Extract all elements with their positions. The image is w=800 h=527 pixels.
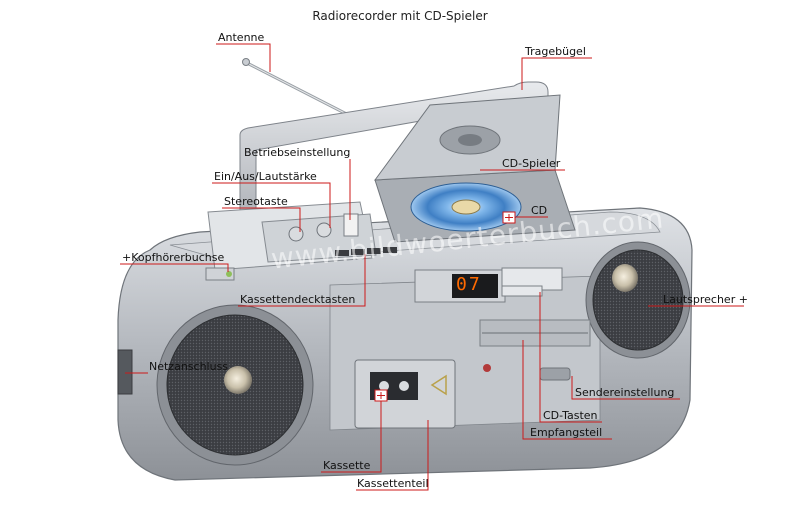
leader-kassettenteil xyxy=(356,420,429,491)
power-socket xyxy=(117,349,133,395)
leader-tragebuegel xyxy=(521,57,592,90)
label-sendereinstellung: Sendereinstellung xyxy=(575,386,675,399)
leader-kopfhoerer xyxy=(120,263,229,272)
tuner-section xyxy=(479,319,591,381)
plus-icon: + xyxy=(735,293,748,306)
leader-ein-aus xyxy=(212,182,331,228)
plus-icon: + xyxy=(122,251,132,264)
cd-compartment xyxy=(373,94,576,243)
plus-marker-kassette xyxy=(374,389,388,402)
leader-kassettendeck xyxy=(238,254,366,307)
label-cd-tasten: CD-Tasten xyxy=(543,409,598,422)
lcd-display xyxy=(414,269,506,303)
diagram-title: Radiorecorder mit CD-Spieler xyxy=(312,9,488,23)
leader-stereotaste xyxy=(222,207,301,232)
top-control-block xyxy=(207,201,397,271)
headphone-jack xyxy=(205,267,235,281)
label-kopfhoererbuchse: +Kopfhörerbuchse xyxy=(122,251,224,264)
label-netzanschluss: Netzanschluss xyxy=(149,360,229,373)
label-cd-spieler: CD-Spieler xyxy=(502,157,561,170)
label-kassettenteil: Kassettenteil xyxy=(357,477,429,490)
label-cd: CD xyxy=(531,204,548,217)
leader-kassette xyxy=(321,401,382,473)
label-kassettendecktasten: Kassettendecktasten xyxy=(240,293,356,306)
label-kassette: Kassette xyxy=(323,459,371,472)
label-lautsprecher: Lautsprecher + xyxy=(663,293,748,306)
leader-antenne xyxy=(216,43,271,72)
label-lautsprecher-text: Lautsprecher xyxy=(663,293,736,306)
label-antenne: Antenne xyxy=(218,31,265,44)
label-stereotaste: Stereotaste xyxy=(224,195,288,208)
plus-marker-cd xyxy=(502,211,516,224)
leader-cd-tasten xyxy=(539,292,602,423)
label-empfangsteil: Empfangsteil xyxy=(530,426,603,439)
label-kopfhoererbuchse-text: Kopfhörerbuchse xyxy=(131,251,225,264)
leader-empfangsteil xyxy=(522,340,612,440)
cassette-deck-keys xyxy=(335,247,397,256)
cd-keys xyxy=(501,267,563,297)
left-speaker xyxy=(156,304,314,466)
leader-sendereinstellung xyxy=(571,376,680,400)
cassette-section xyxy=(354,359,456,429)
label-tragebuegel: Tragebügel xyxy=(525,45,586,58)
leader-lines xyxy=(120,43,744,491)
right-speaker xyxy=(585,241,691,359)
label-ein-aus-lautstaerke: Ein/Aus/Lautstärke xyxy=(214,170,317,183)
lcd-digits: 07 xyxy=(456,274,482,295)
label-betriebseinstellung: Betriebseinstellung xyxy=(244,146,351,159)
